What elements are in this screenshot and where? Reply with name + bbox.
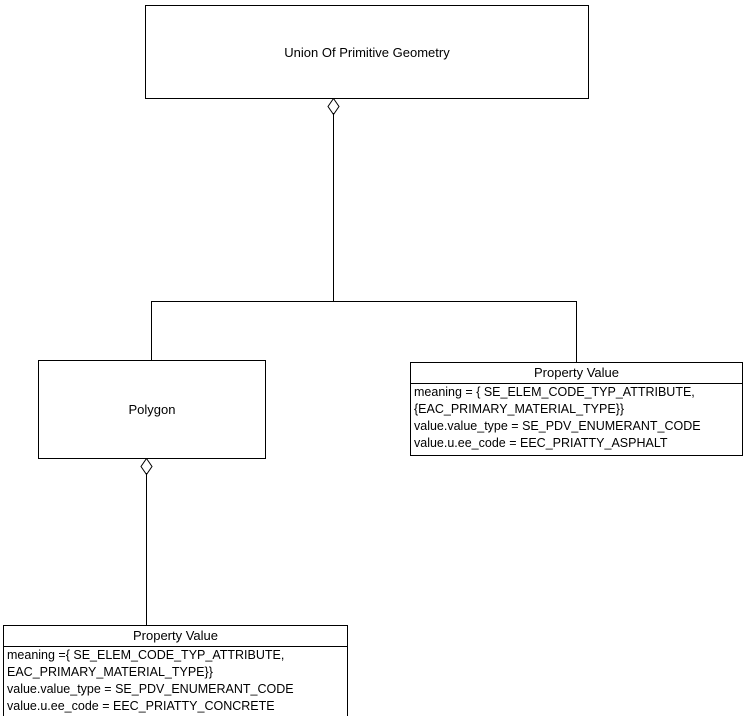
class-box-property-value-asphalt[interactable]: Property Value meaning = { SE_ELEM_CODE_… <box>410 362 743 456</box>
class-title-property-value-concrete: Property Value <box>4 626 347 647</box>
class-title-property-value-asphalt: Property Value <box>411 363 742 384</box>
attribute-line: meaning ={ SE_ELEM_CODE_TYP_ATTRIBUTE, <box>7 648 285 662</box>
connector-union-trunk <box>333 113 334 302</box>
connector-union-split-bar <box>151 301 577 302</box>
class-attributes-property-value-asphalt: meaning = { SE_ELEM_CODE_TYP_ATTRIBUTE, … <box>411 384 742 452</box>
attribute-line: meaning = { SE_ELEM_CODE_TYP_ATTRIBUTE, <box>414 385 695 399</box>
attribute-line: EAC_PRIMARY_MATERIAL_TYPE}} <box>7 665 213 679</box>
class-attributes-property-value-concrete: meaning ={ SE_ELEM_CODE_TYP_ATTRIBUTE, E… <box>4 647 347 715</box>
attribute-line: value.u.ee_code = EEC_PRIATTY_ASPHALT <box>414 436 668 450</box>
attribute-line: value.value_type = SE_PDV_ENUMERANT_CODE <box>414 419 701 433</box>
attribute-line: value.value_type = SE_PDV_ENUMERANT_CODE <box>7 682 294 696</box>
class-title-union-of-primitive-geometry: Union Of Primitive Geometry <box>284 44 450 60</box>
attribute-line: {EAC_PRIMARY_MATERIAL_TYPE}} <box>414 402 625 416</box>
connector-polygon-to-property-value-concrete <box>146 473 147 626</box>
class-box-polygon[interactable]: Polygon <box>38 360 266 459</box>
class-box-union-of-primitive-geometry[interactable]: Union Of Primitive Geometry <box>145 5 589 99</box>
class-title-polygon: Polygon <box>128 402 176 417</box>
attribute-line: value.u.ee_code = EEC_PRIATTY_CONCRETE <box>7 699 275 713</box>
connector-union-to-polygon <box>151 301 152 361</box>
connector-union-to-property-value-asphalt <box>576 301 577 363</box>
class-box-property-value-concrete[interactable]: Property Value meaning ={ SE_ELEM_CODE_T… <box>3 625 348 716</box>
